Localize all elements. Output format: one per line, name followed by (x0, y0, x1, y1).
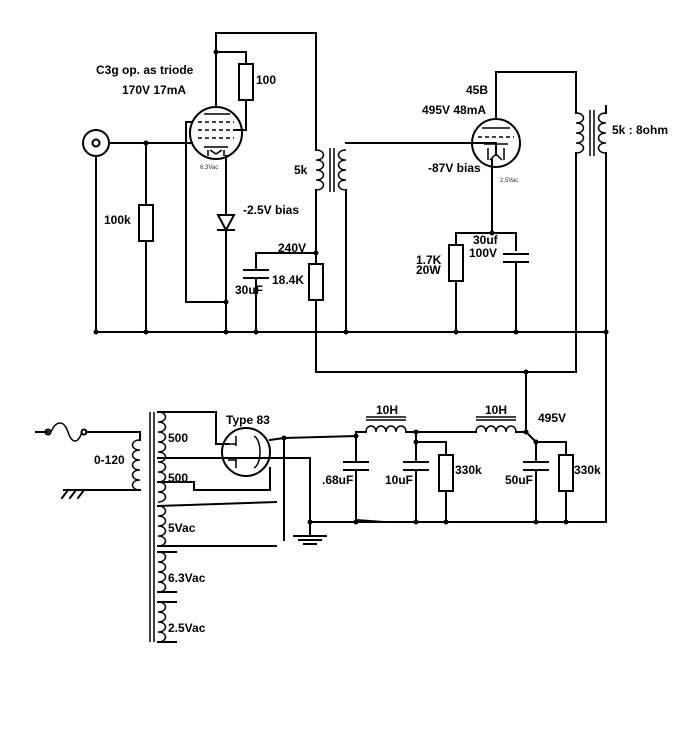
chassis-ground-symbol (60, 488, 87, 500)
bias-diode (216, 214, 236, 233)
driver-decoupling-capacitor-label: 30uF (235, 283, 263, 297)
capacitor-068 (343, 461, 369, 471)
cathode-cap-value-label: 30uf (473, 233, 499, 247)
capacitor-50 (523, 461, 549, 471)
cathode-cap-voltage-label: 100V (469, 246, 497, 260)
output-tube-label: 45B (466, 83, 488, 97)
capacitor-10-label: 10uF (385, 473, 413, 487)
b-plus-240-label: 240V (278, 241, 306, 255)
choke-2 (475, 416, 517, 433)
interstage-transformer (315, 148, 347, 192)
choke-2-label: 10H (485, 403, 507, 417)
hv-winding-upper-label: 500 (168, 431, 188, 445)
bleeder-resistor-1 (438, 454, 454, 492)
rectifier-heater-winding-label: 5Vac (168, 521, 196, 535)
power-transformer (131, 411, 167, 643)
rectifier-tube (221, 427, 271, 477)
grid-stopper-resistor (238, 63, 254, 101)
cathode-resistor-power-label: 20W (416, 263, 441, 277)
choke-1-label: 10H (376, 403, 398, 417)
bleeder-resistor-2 (558, 454, 574, 492)
rectifier-label: Type 83 (226, 413, 270, 427)
output-transformer-label: 5k : 8ohm (612, 123, 668, 137)
capacitor-068-label: .68uF (322, 473, 353, 487)
cathode-resistor-value-label: 1.7K (416, 253, 442, 267)
output-transformer (575, 110, 607, 156)
cathode-resistor (448, 244, 464, 282)
output-heater-label: 2.5Vac (500, 178, 518, 184)
mains-primary-label: 0-120 (94, 453, 125, 467)
driver-plate-wire (215, 32, 317, 151)
dropping-resistor (308, 263, 324, 301)
input-resistor (138, 204, 154, 242)
interstage-primary-label: 5k (294, 163, 308, 177)
driver-decoupling-capacitor (243, 269, 269, 279)
heater-25-winding-label: 2.5Vac (168, 621, 206, 635)
capacitor-50-label: 50uF (505, 473, 533, 487)
grid-stopper-label: 100 (256, 73, 276, 87)
driver-operating-label: 170V 17mA (122, 83, 186, 97)
driver-tube (189, 106, 243, 160)
output-operating-label: 495V 48mA (422, 103, 486, 117)
output-bias-label: -87V bias (428, 161, 481, 175)
mains-fuse (35, 422, 141, 442)
heater-63-winding-label: 6.3Vac (168, 571, 206, 585)
ground-symbol (293, 535, 327, 545)
choke-1 (365, 416, 407, 433)
b-plus-495-label: 495V (538, 411, 566, 425)
input-jack (82, 129, 110, 157)
capacitor-10 (403, 461, 429, 471)
input-resistor-label: 100k (104, 213, 131, 227)
driver-heater-label: 6.3Vac (200, 165, 218, 171)
cathode-capacitor (503, 253, 529, 263)
bleeder-resistor-2-label: 330k (574, 463, 601, 477)
ps-ground-junctions (307, 519, 569, 525)
driver-tube-label: C3g op. as triode (96, 63, 194, 77)
driver-bias-label: -2.5V bias (243, 203, 299, 217)
dropping-resistor-label: 18.4K (272, 273, 304, 287)
hv-winding-lower-label: 500 (168, 471, 188, 485)
bleeder-resistor-1-label: 330k (455, 463, 482, 477)
